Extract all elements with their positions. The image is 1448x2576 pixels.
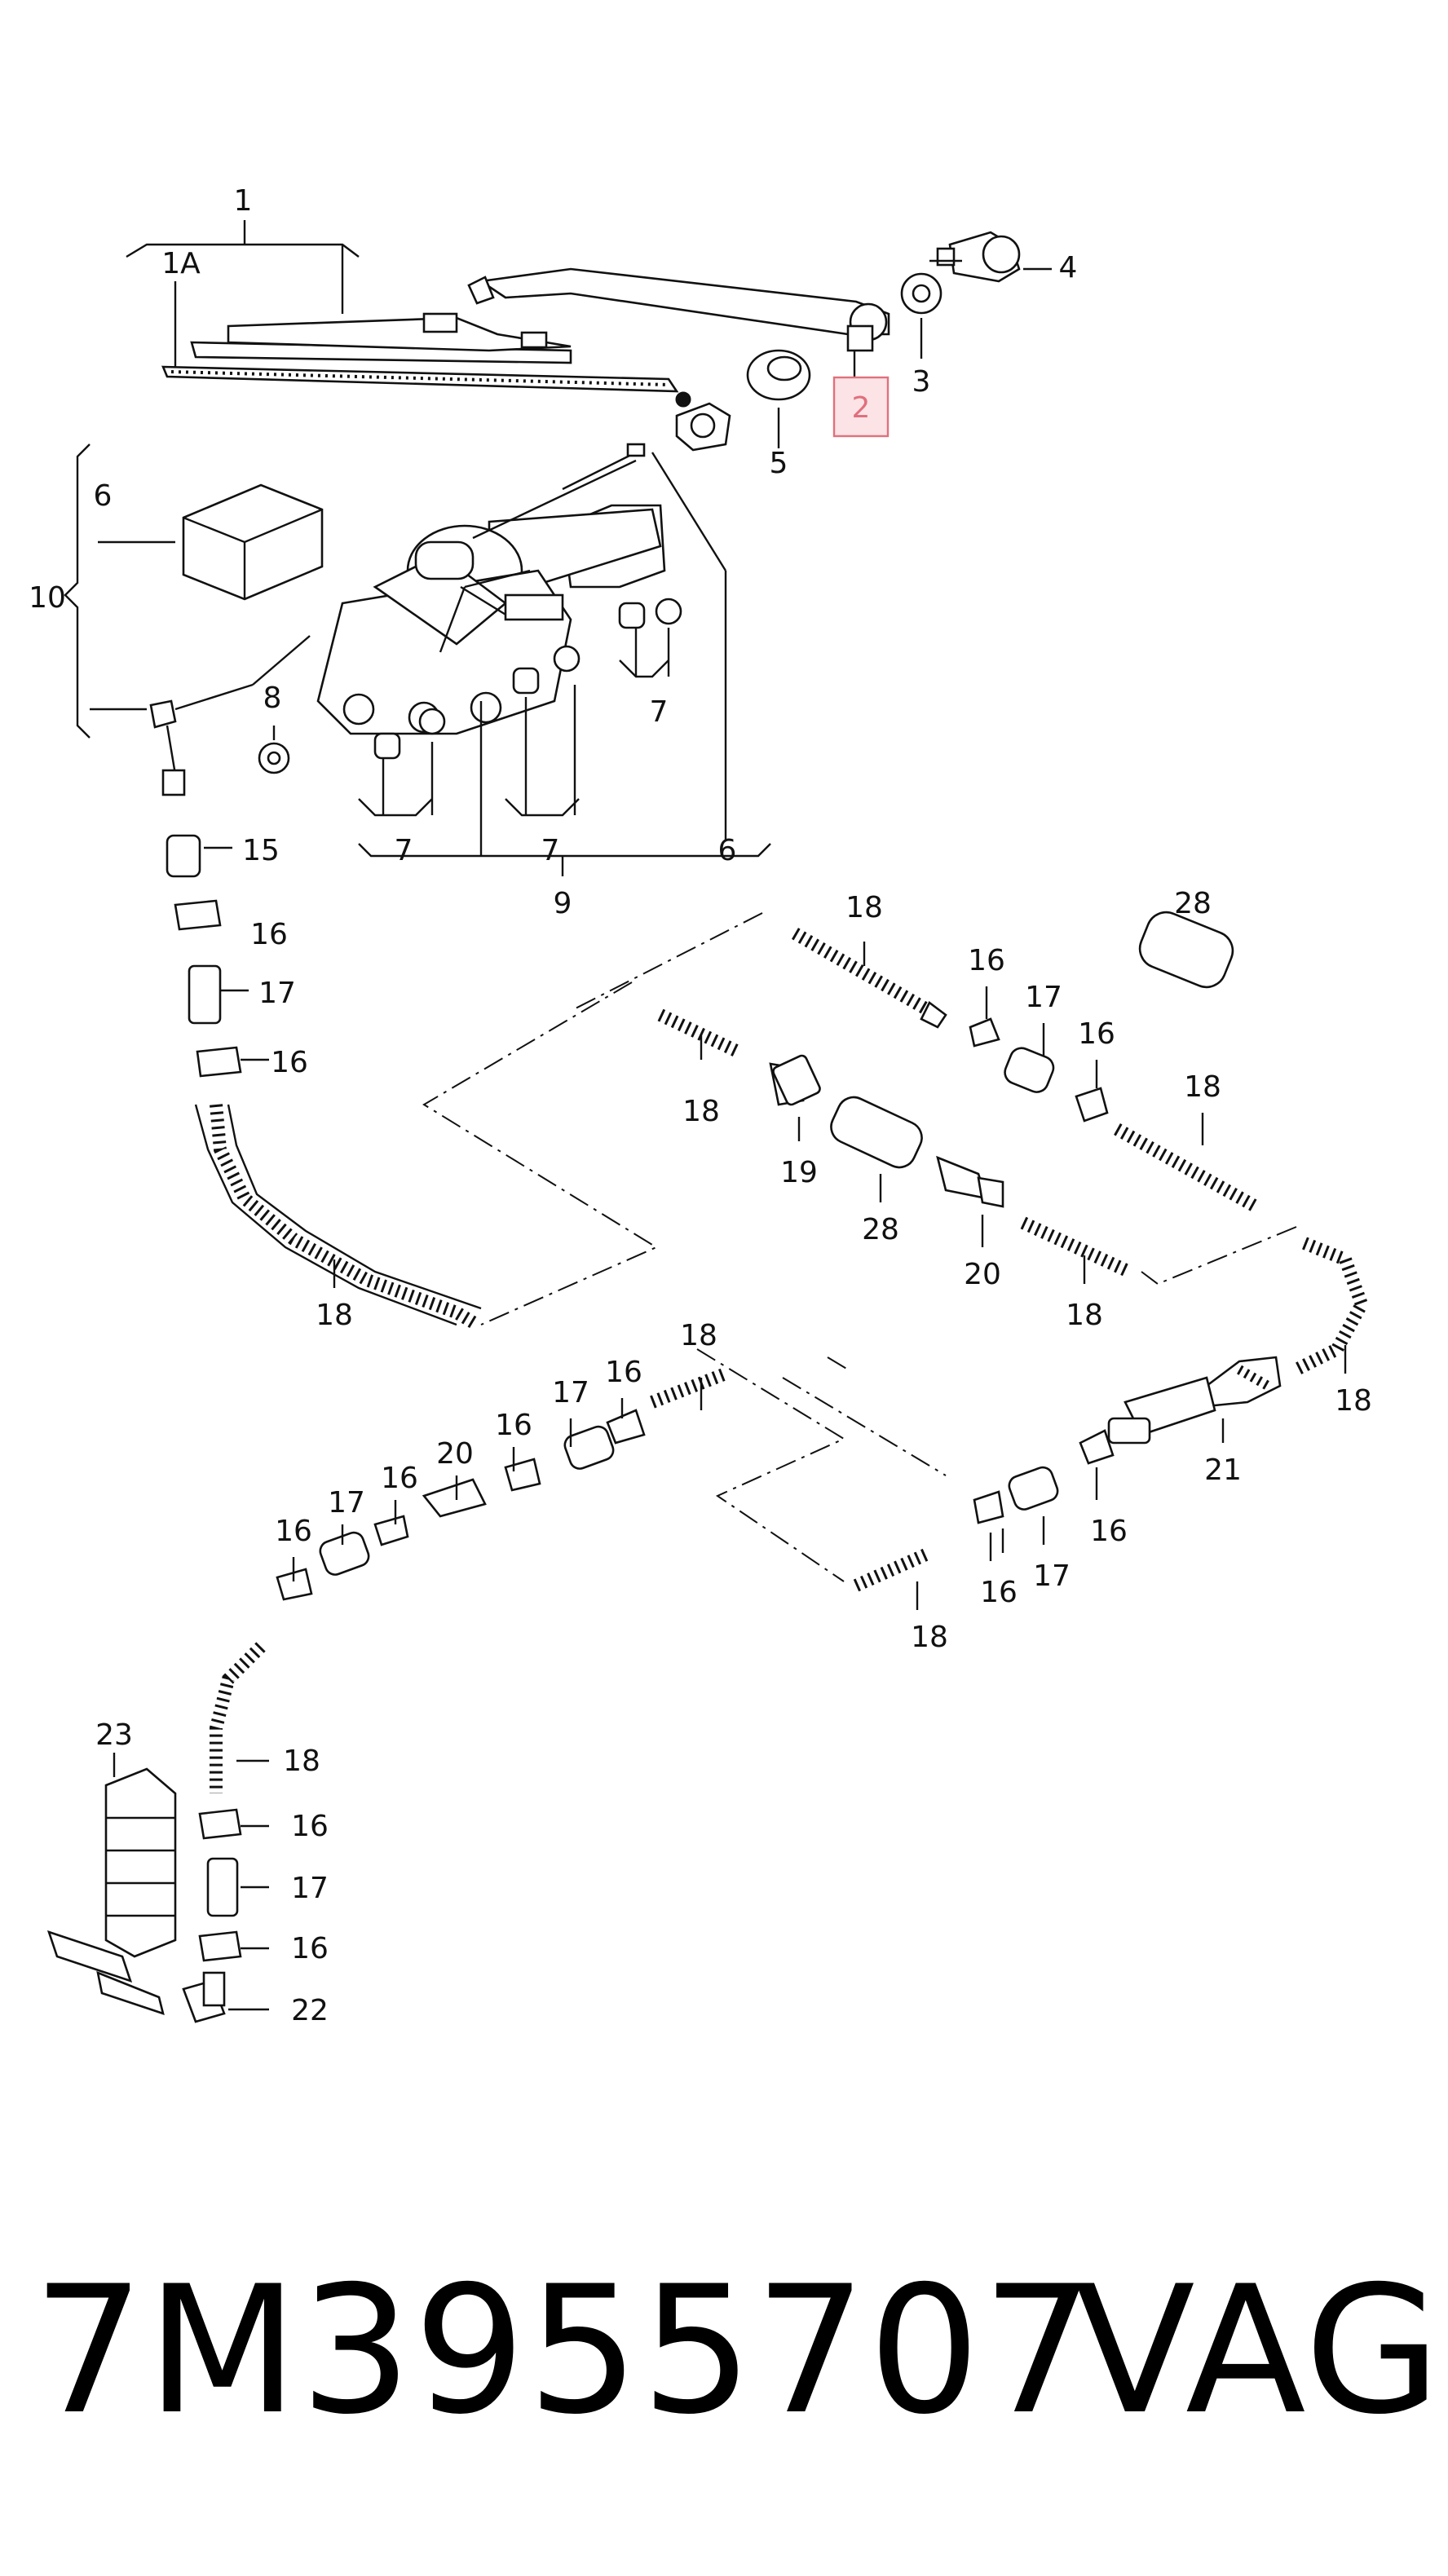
callout-20-a: 20	[964, 1258, 1001, 1291]
arm-cover-cap	[936, 231, 1021, 283]
washer-pump	[46, 1767, 177, 2015]
callout-19: 19	[780, 1156, 818, 1189]
callout-18-e: 18	[1066, 1299, 1103, 1332]
brand-name: VAG	[1075, 2248, 1443, 2453]
part-footer: 7M3955707 VAG	[0, 2185, 1448, 2511]
callout-6-right: 6	[718, 834, 737, 867]
hose-right-curve	[1079, 1237, 1369, 1465]
callout-17-e: 17	[1033, 1559, 1071, 1593]
part-number: 7M3955707	[33, 2248, 1096, 2453]
callout-16-a: 16	[250, 918, 288, 951]
lower-leader-lines	[113, 942, 1347, 2011]
callout-10: 10	[29, 581, 66, 615]
callout-9: 9	[554, 887, 572, 920]
callout-16-g: 16	[381, 1462, 418, 1495]
highlight-box-2	[832, 376, 890, 438]
callout-1: 1	[234, 184, 253, 218]
callout-6-left: 6	[94, 479, 113, 513]
callout-23: 23	[95, 1718, 133, 1752]
callout-17-g: 17	[291, 1872, 329, 1905]
hex-nut-3	[900, 272, 943, 315]
callout-17-c: 17	[552, 1376, 589, 1409]
wiper-blade-assembly	[126, 220, 679, 393]
callout-18-f: 18	[1335, 1384, 1372, 1418]
callout-20-b: 20	[436, 1437, 474, 1471]
spindle-nut	[675, 391, 731, 452]
hex-nut-8	[258, 742, 290, 774]
callout-16-h: 16	[275, 1515, 312, 1548]
detail-frame-upper	[422, 912, 1297, 1582]
motor-rubber-bushes	[373, 598, 682, 760]
callout-16-d: 16	[1078, 1017, 1115, 1051]
callout-5: 5	[770, 447, 788, 480]
seal-grommet-5	[746, 349, 811, 401]
exploded-parts-diagram: 1 1A 2 3 4 5 6 6 7 7 7 8 9 10 15 16 17 1…	[29, 184, 1372, 2027]
callout-18-h: 18	[911, 1621, 948, 1654]
callout-16-m: 16	[291, 1810, 329, 1843]
hose-left-lower	[182, 1642, 266, 2023]
callout-16-j: 16	[980, 1576, 1018, 1609]
callout-22: 22	[291, 1994, 329, 2027]
callout-18-d: 18	[682, 1095, 720, 1128]
callout-7-left: 7	[395, 834, 413, 867]
callout-8: 8	[263, 681, 282, 715]
callout-18-c: 18	[1184, 1070, 1221, 1104]
callout-16-n: 16	[291, 1932, 329, 1965]
callout-28-b: 28	[862, 1213, 899, 1246]
wiper-motor	[316, 459, 666, 735]
callout-16-b: 16	[271, 1046, 308, 1079]
callout-3: 3	[912, 365, 931, 399]
callout-1A: 1A	[161, 247, 201, 280]
callout-labels: 1 1A 2 3 4 5 6 6 7 7 7 8 9 10 15 16 17 1…	[29, 184, 1372, 2027]
connector-wire	[149, 635, 311, 796]
callout-17-a: 17	[258, 977, 296, 1010]
callout-16-i: 16	[1090, 1515, 1128, 1548]
callout-17-d: 17	[328, 1486, 365, 1520]
callout-16-f: 16	[495, 1409, 532, 1442]
callout-16-c: 16	[968, 944, 1005, 977]
shaft-rod	[562, 443, 646, 491]
callout-17-b: 17	[1025, 981, 1062, 1014]
callout-7-mid: 7	[541, 834, 560, 867]
hose-left-upper	[166, 834, 482, 1330]
callout-15: 15	[242, 834, 280, 867]
left-leader-lines	[204, 846, 336, 1288]
callout-2: 2	[852, 391, 871, 425]
callout-18-g: 18	[680, 1319, 717, 1352]
callout-21: 21	[1204, 1453, 1242, 1487]
upper-leader-lines	[64, 259, 1052, 876]
wiper-arm	[467, 267, 890, 352]
callout-16-e: 16	[605, 1356, 642, 1389]
callout-28-a: 28	[1174, 887, 1212, 920]
callout-18-a: 18	[316, 1299, 353, 1332]
relay-box	[182, 483, 324, 601]
callout-4: 4	[1059, 251, 1078, 285]
callout-7-right: 7	[650, 695, 669, 729]
hose-right-upper	[657, 911, 1259, 1278]
callout-18-j: 18	[283, 1745, 320, 1778]
callout-18-b: 18	[845, 891, 883, 924]
